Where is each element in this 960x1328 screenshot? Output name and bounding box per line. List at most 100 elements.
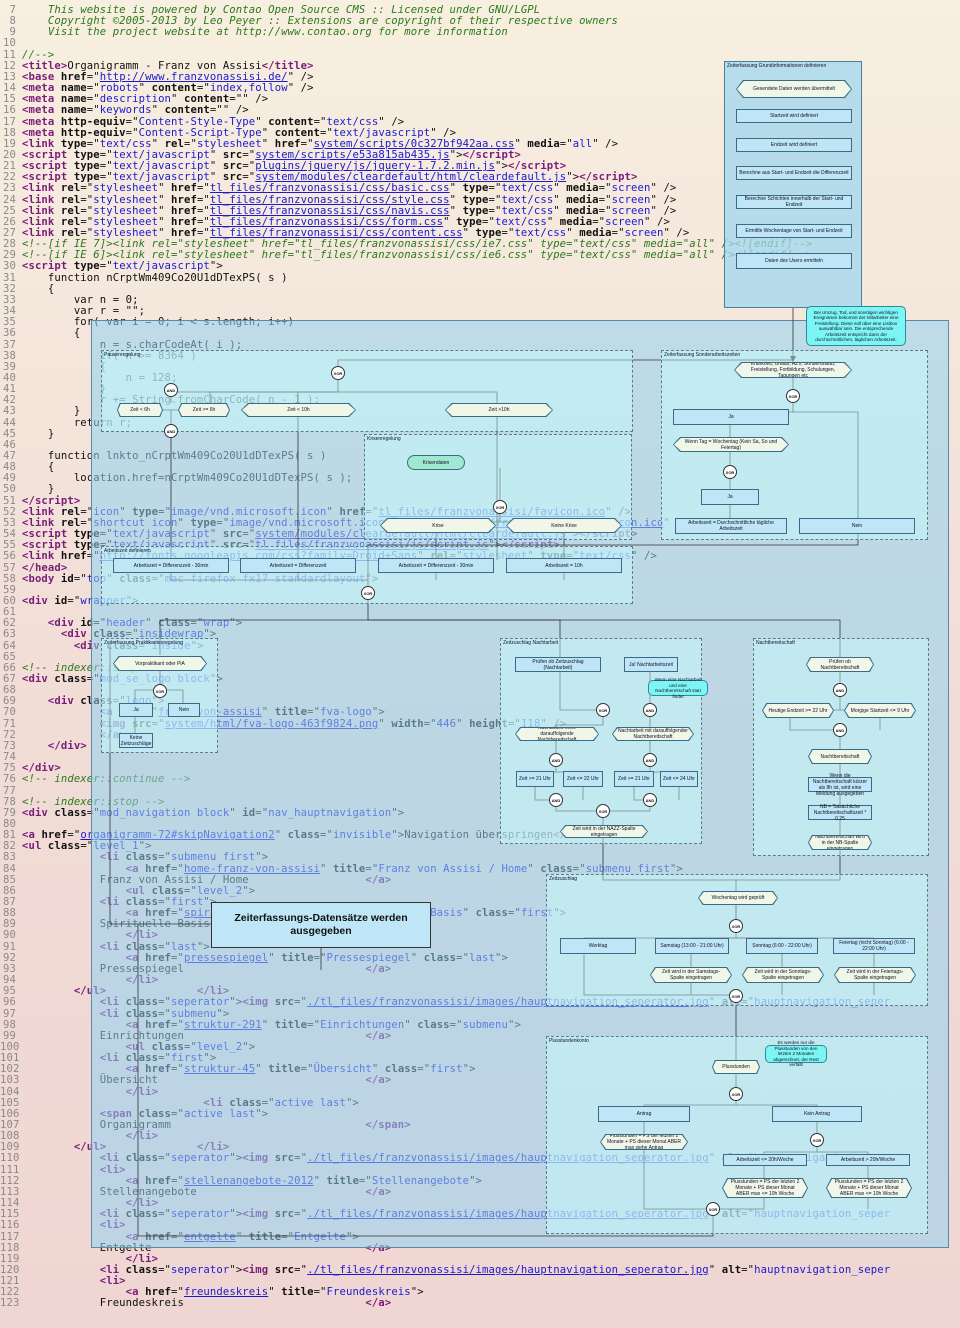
line-number: 114 (0, 1197, 20, 1210)
code-text: } (22, 483, 55, 496)
group-sonderarbeitszeiten: Zeiterfassung Sonderarbeitszeiten (661, 350, 928, 540)
line-number: 105 (0, 1096, 20, 1109)
line-number: 87 (3, 896, 16, 908)
connector-xor: XOR (596, 804, 610, 818)
code-text: Copyright ©2005-2013 by Leo Peyer :: Ext… (47, 15, 618, 28)
code-text: <li class="seperator"><img src="./tl_fil… (99, 1263, 891, 1276)
code-text: <meta http-equiv="Content-Style-Type" co… (22, 115, 405, 128)
code-line: 50 } (0, 484, 54, 495)
plus-plusstunden: Plusstunden (712, 1060, 760, 1074)
line-number: 64 (3, 639, 16, 652)
line-number: 91 (3, 940, 16, 953)
top-step-label: Gesendete Daten werden übermittelt (737, 81, 851, 97)
sonder-arbeitszeit-durchschnitt: Arbeitszeit = Durchschnittliche tägliche… (675, 518, 787, 534)
code-line: 16<meta name="keywords" content="" /> (0, 105, 249, 116)
line-number: 104 (0, 1085, 20, 1098)
bereitschaft-result: Nachtbereitschaft wird in der NB-Spalte … (808, 835, 872, 850)
line-number: 112 (0, 1174, 20, 1187)
group-praktikant-title: Zeiterfassung Praktikantenregelung (104, 640, 183, 646)
group-sonderarbeitszeiten-title: Zeiterfassung Sonderarbeitszeiten (664, 352, 741, 358)
line-number: 65 (3, 650, 16, 663)
plus-formel-2-label: Plusstunden = PS der letzten 2 Monate + … (827, 1179, 911, 1197)
line-number: 8 (9, 15, 16, 28)
line-number: 107 (0, 1119, 20, 1131)
bereitschaft-nb: Nachtbereitschaft (808, 749, 872, 764)
code-line: 46 (0, 439, 22, 451)
line-number: 50 (3, 483, 16, 496)
keine-krise: Keine Krise (506, 518, 622, 533)
code-text: <meta name="keywords" content="" /> (22, 104, 249, 117)
line-number: 7 (9, 4, 16, 16)
line-number: 109 (0, 1141, 20, 1154)
line-number: 73 (3, 739, 16, 752)
line-number: 84 (3, 862, 16, 875)
zuschlag-feiertags-spalte: Zeit wird in der Feiertags-Spalte einget… (834, 967, 916, 983)
arbeitszeit-b1: Arbeitszeit = Differenzzeit - 30min (113, 558, 229, 573)
bereitschaft-meldung: Wenn die Nachtbereitschaft kürzer als 8h… (808, 773, 872, 797)
output-box: Zeiterfassungs-Datensätze werden ausgege… (211, 902, 431, 948)
line-number: 27 (3, 227, 16, 239)
zuschlag-sonntag: Sonntag (6:00 - 22:00 Uhr) (746, 938, 818, 954)
top-step: Berechne aus Start- und Endzeit die Diff… (736, 166, 852, 180)
group-plusstunden-title: Plusstundenkonto (549, 1038, 589, 1044)
code-text: <link rel="stylesheet" href="tl_files/fr… (22, 182, 677, 195)
nacht-z3: Zeit >= 21 Uhr (614, 771, 654, 787)
line-number: 97 (3, 1007, 16, 1020)
code-text: { (22, 327, 81, 340)
nacht-result-label: Zeit wird in der NAZZ-Spalte eingetragen (561, 826, 647, 837)
bereitschaft-pruefe: Prüfen ob Nachtbereitschaft (806, 657, 874, 672)
code-text: </div> (47, 739, 87, 752)
code-line: 18<meta http-equiv="Content-Script-Type"… (0, 127, 456, 139)
line-number: 111 (0, 1163, 20, 1176)
line-number: 67 (3, 673, 16, 685)
code-text: <link rel="stylesheet" href="tl_files/fr… (22, 215, 670, 228)
line-number: 31 (3, 271, 16, 284)
connector-and: AND (164, 424, 178, 438)
group-pausenregelung: Pausenregelung (101, 350, 633, 432)
code-line: 123 Freundeskreis </a> (0, 1298, 391, 1309)
code-text: <title>Organigramm - Franz von Assisi</t… (22, 59, 314, 72)
code-line: 27<link rel="stylesheet" href="tl_files/… (0, 228, 689, 239)
code-text: } (22, 427, 55, 440)
line-number: 115 (0, 1208, 20, 1221)
line-number: 47 (3, 450, 16, 462)
connector-and: AND (833, 683, 847, 697)
code-line: 120 <li class="seperator"><img src="./tl… (0, 1263, 891, 1276)
code-text: </script> (22, 494, 81, 507)
code-text: //--> (22, 48, 55, 61)
connector-xor: XOR (493, 500, 507, 514)
line-number: 68 (3, 684, 16, 697)
line-number: 110 (0, 1152, 20, 1165)
nacht-callout: Wenn eine Nachtarbeit und eine Nachtbere… (648, 677, 708, 699)
arbeitszeit-b4: Arbeitszeit = 10h (506, 558, 622, 573)
zuschlag-werktag: Werktag (560, 938, 636, 954)
line-number: 41 (3, 383, 16, 396)
top-step: Startzeit wird definiert (736, 109, 852, 123)
connector-and: AND (833, 723, 847, 737)
line-number: 29 (3, 249, 16, 262)
code-text: function nCrptWm409Co20U1dDTexPS( s ) (22, 271, 288, 284)
line-number: 11 (3, 48, 16, 61)
zuschlag-sonntags-spalte-label: Zeit wird in der Sonntags-Spalte eingetr… (743, 968, 823, 982)
line-number: 17 (3, 115, 16, 128)
line-number: 123 (0, 1297, 20, 1310)
code-text: <link rel="stylesheet" href="tl_files/fr… (22, 193, 677, 206)
code-line: 119 </li> (0, 1253, 158, 1265)
praktikant-ja: Ja (119, 703, 153, 717)
connector-xor: XOR (729, 1087, 743, 1101)
line-number: 78 (3, 795, 16, 808)
line-number: 52 (3, 505, 16, 518)
line-number: 37 (3, 338, 16, 351)
line-number: 21 (3, 160, 16, 173)
line-number: 72 (3, 728, 16, 741)
code-line: 80 (0, 818, 22, 830)
line-number: 44 (3, 416, 16, 429)
nacht-ohne-bereitschaft-label: Nachtarbeit ohne darauffolgende Nachtber… (516, 728, 598, 740)
line-number: 33 (3, 293, 16, 306)
arbeitszeit-b2: Arbeitszeit = Differenzzeit (240, 558, 356, 573)
line-number: 66 (3, 661, 16, 674)
zuschlag-wochentag: Wochentag wird geprüft (698, 891, 778, 905)
connector-and: AND (549, 753, 563, 767)
line-number: 53 (3, 516, 16, 529)
